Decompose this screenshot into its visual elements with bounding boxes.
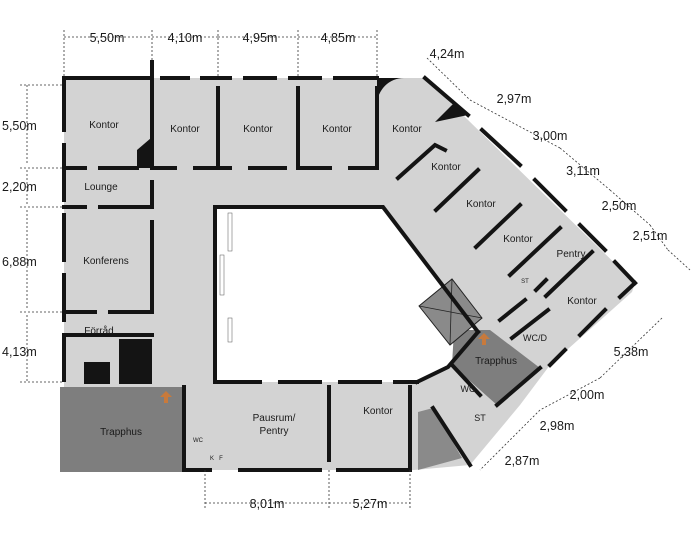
room-label-pausrum-pentry: Pentry	[260, 426, 289, 437]
dim-bottom-2: 5,27m	[353, 497, 388, 511]
stair-shaft-cross-2	[449, 278, 453, 346]
courtyard	[215, 207, 478, 382]
room-label-pausrum: Pausrum/	[253, 413, 296, 424]
dim-diag-9: 2,98m	[540, 419, 575, 433]
walls	[62, 60, 638, 472]
dim-diag-4: 3,11m	[566, 164, 600, 178]
trapphus-left-area	[60, 387, 182, 472]
dim-top-1: 5,50m	[90, 31, 125, 45]
dim-diag-5: 2,50m	[602, 199, 637, 213]
room-label-kontor-6: Kontor	[431, 162, 461, 173]
dim-left-2: 2,20m	[2, 180, 37, 194]
dark-block-1	[119, 339, 152, 384]
dim-left-4: 4,13m	[2, 345, 37, 359]
stair-shaft-lower	[418, 408, 462, 470]
dim-diag-2: 2,97m	[497, 92, 532, 106]
room-label-forrad: Förråd	[84, 325, 113, 337]
dim-top-2: 4,10m	[168, 31, 203, 45]
dim-diag-7: 5,38m	[614, 345, 649, 359]
room-label-kontor-2: Kontor	[170, 124, 200, 135]
dim-left-1: 5,50m	[2, 119, 37, 133]
room-label-st-small: ST	[521, 279, 529, 285]
dimension-lines	[20, 30, 691, 510]
entrance-arrow-left	[160, 391, 172, 403]
room-label-kontor-5: Kontor	[392, 124, 422, 135]
room-label-kontor-10: Kontor	[363, 406, 393, 417]
room-label-kontor-7: Kontor	[466, 199, 496, 210]
door-arc-top	[377, 78, 404, 105]
dim-diag-6: 2,51m	[633, 229, 668, 243]
windows	[219, 212, 233, 343]
dim-diag-8: 2,00m	[570, 388, 605, 402]
dim-bottom-1: 8,01m	[250, 497, 285, 511]
dim-top-3: 4,95m	[243, 31, 278, 45]
room-label-konferens: Konferens	[83, 256, 129, 267]
dark-block-2	[84, 362, 110, 384]
room-label-k: K	[210, 456, 214, 462]
dim-left-3: 6,88m	[2, 255, 37, 269]
dim-diag-1: 4,24m	[430, 47, 465, 61]
room-label-st: ST	[474, 413, 486, 423]
room-label-lounge: Lounge	[84, 182, 118, 193]
room-label-wcd: WC/D	[523, 333, 547, 343]
room-label-kontor-4: Kontor	[322, 124, 352, 135]
stair-shaft-cross-1	[418, 305, 483, 319]
dark-corner-1	[137, 138, 151, 168]
dim-diag-3: 3,00m	[533, 129, 568, 143]
room-label-trapphus-left: Trapphus	[100, 427, 142, 438]
room-label-kontor-9: Kontor	[567, 296, 597, 307]
dim-top-4: 4,85m	[321, 31, 356, 45]
room-label-f: F	[219, 456, 223, 462]
room-label-wc-small: WC	[193, 438, 204, 444]
room-label-kontor-3: Kontor	[243, 124, 273, 135]
dim-diag-10: 2,87m	[505, 454, 540, 468]
room-label-wc: WC	[461, 384, 476, 394]
room-label-pentry: Pentry	[557, 249, 586, 260]
entrance-arrow-right	[478, 333, 490, 345]
room-label-kontor-8: Kontor	[503, 234, 533, 245]
room-label-kontor-1: Kontor	[89, 120, 119, 131]
room-label-trapphus-right: Trapphus	[475, 356, 517, 367]
